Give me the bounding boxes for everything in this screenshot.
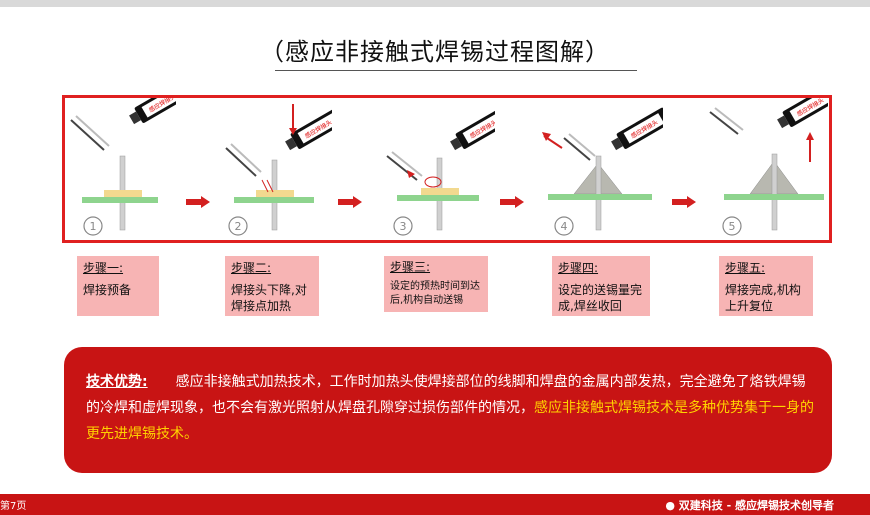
step-number-2: 2 <box>235 220 242 233</box>
step-3-caption: 步骤三: 设定的预热时间到达后,机构自动送锡 <box>384 256 488 312</box>
advantage-panel: 技术优势:感应非接触式加热技术，工作时加热头使焊接部位的线脚和焊盘的金属内部发热… <box>64 347 832 473</box>
heating-head: 感应焊接头 <box>777 98 828 129</box>
title-underline <box>275 70 637 71</box>
step-desc: 焊接头下降,对焊接点加热 <box>231 283 307 313</box>
step-2-caption: 步骤二: 焊接头下降,对焊接点加热 <box>225 256 319 316</box>
step-1-caption: 步骤一: 焊接预备 <box>77 256 159 316</box>
step-title: 步骤一: <box>83 261 124 275</box>
advantage-highlight: 感应非接触式焊锡技术是多种优势集于一身的更先进焊锡技术。 <box>86 400 814 442</box>
heating-head: 感应焊接头 <box>611 107 663 151</box>
step-title: 步骤四: <box>558 261 599 275</box>
step-number-4: 4 <box>561 220 568 233</box>
page-title: （感应非接触式焊锡过程图解） <box>260 38 610 66</box>
advantage-body: 感应非接触式加热技术，工作时加热头使焊接部位的线脚和焊盘的金属内部发热，完全避免… <box>86 374 806 416</box>
advantage-label: 技术优势: <box>86 374 148 390</box>
heating-head: 感应焊接头 <box>450 107 495 151</box>
step-number-1: 1 <box>90 220 97 233</box>
step-4-caption: 步骤四: 设定的送锡量完成,焊丝收回 <box>552 256 650 316</box>
step-desc: 设定的送锡量完成,焊丝收回 <box>558 283 643 313</box>
page-number: 第7页 <box>0 501 27 512</box>
step-5-caption: 步骤五: 焊接完成,机构上升复位 <box>719 256 813 316</box>
flow-arrow-icon <box>338 196 362 208</box>
heating-head: 感应焊接头 <box>129 98 176 125</box>
flow-arrow-icon <box>500 196 524 208</box>
step-4-illustration: 感应焊接头 4 <box>542 107 663 236</box>
step-desc: 焊接预备 <box>83 283 132 297</box>
process-frame <box>62 95 832 243</box>
step-1-illustration: 感应焊接头 1 <box>70 98 176 236</box>
footer-bar: 第7页 ● 双建科技 - 感应焊锡技术创导者 <box>0 494 870 515</box>
step-title: 步骤五: <box>725 261 766 275</box>
step-number-5: 5 <box>729 220 736 233</box>
heating-head: 感应焊接头 <box>285 107 332 151</box>
flow-arrow-icon <box>672 196 696 208</box>
step-title: 步骤三: <box>390 260 431 274</box>
top-bar <box>0 0 870 7</box>
step-desc: 焊接完成,机构上升复位 <box>725 283 801 313</box>
advantage-text: 技术优势:感应非接触式加热技术，工作时加热头使焊接部位的线脚和焊盘的金属内部发热… <box>86 369 814 447</box>
step-title: 步骤二: <box>231 261 272 275</box>
step-number-3: 3 <box>400 220 407 233</box>
step-5-illustration: 感应焊接头 5 <box>709 98 828 236</box>
flow-arrow-icon <box>186 196 210 208</box>
step-3-illustration: 感应焊接头 3 <box>386 107 495 236</box>
brand-slogan: ● 双建科技 - 感应焊锡技术创导者 <box>665 499 834 512</box>
step-desc: 设定的预热时间到达后,机构自动送锡 <box>390 281 480 306</box>
step-2-illustration: 感应焊接头 2 <box>225 104 332 236</box>
